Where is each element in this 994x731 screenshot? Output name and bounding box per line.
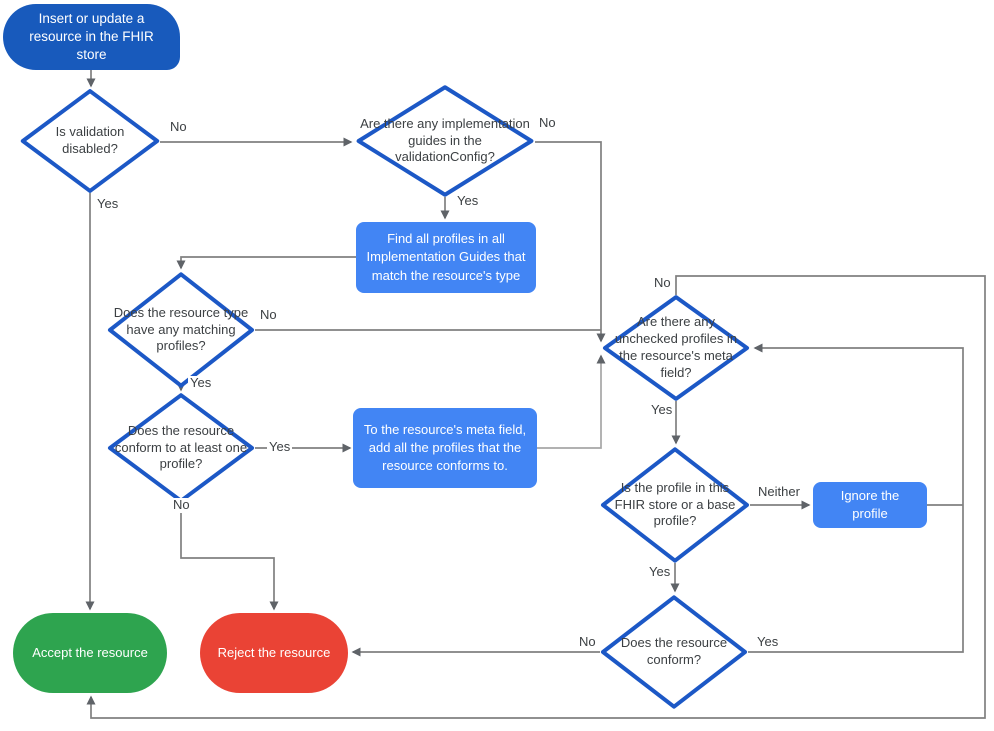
edge-unchecked-no-to-accept xyxy=(86,275,986,719)
process-find-profiles-label: Find all profiles in all Implementation … xyxy=(366,231,526,283)
diamond-shape xyxy=(600,447,750,563)
decision-resource-conform-label: Does the resource conform? xyxy=(620,635,728,667)
edge-label-unchecked-no: No xyxy=(652,275,673,291)
diamond-shape xyxy=(600,595,748,709)
decision-validation-disabled-label: Is validation disabled? xyxy=(55,124,125,156)
decision-implementation-guides-label: Are there any implementation guides in t… xyxy=(360,115,530,165)
decision-profile-in-store-label: Is the profile in this FHIR store or a b… xyxy=(614,479,736,529)
process-add-profiles: To the resource's meta field, add all th… xyxy=(353,408,537,488)
accept-node-label: Accept the resource xyxy=(32,645,148,661)
edge-label-validation-no: No xyxy=(168,119,189,135)
edge-label-validation-yes: Yes xyxy=(95,196,121,212)
process-add-profiles-label: To the resource's meta field, add all th… xyxy=(363,421,527,474)
edge-add-to-unchecked xyxy=(537,354,606,449)
process-ignore-profile-label: Ignore the profile xyxy=(840,487,900,521)
decision-profile-in-store: Is the profile in this FHIR store or a b… xyxy=(600,447,750,563)
edge-find-to-matching xyxy=(176,256,356,270)
edge-label-guides-no: No xyxy=(537,115,558,131)
start-node-label: Insert or update a resource in the FHIR … xyxy=(29,10,154,63)
decision-unchecked-profiles: Are there any unchecked profiles in the … xyxy=(602,295,750,401)
edge-guides-no xyxy=(535,141,606,343)
edge-label-profile-neither: Neither xyxy=(756,484,802,500)
decision-unchecked-profiles-label: Are there any unchecked profiles in the … xyxy=(614,314,738,380)
decision-validation-disabled: Is validation disabled? xyxy=(20,89,160,193)
start-node: Insert or update a resource in the FHIR … xyxy=(3,4,180,70)
edge-label-unchecked-yes: Yes xyxy=(649,402,675,418)
edge-conform-yes-loop xyxy=(748,343,964,653)
decision-matching-profiles-label: Does the resource type have any matching… xyxy=(113,304,249,354)
edge-label-matching-yes: Yes xyxy=(188,375,214,391)
edge-label-conforms-yes: Yes xyxy=(267,439,293,455)
edge-conforms-no-to-reject xyxy=(180,503,279,611)
accept-node: Accept the resource xyxy=(13,613,167,693)
edge-label-conform-no: No xyxy=(577,634,598,650)
decision-resource-conform: Does the resource conform? xyxy=(600,595,748,709)
decision-conforms-one-label: Does the resource conform to at least on… xyxy=(114,422,248,472)
decision-implementation-guides: Are there any implementation guides in t… xyxy=(355,85,535,197)
edge-label-guides-yes: Yes xyxy=(455,193,481,209)
edge-label-conform-yes: Yes xyxy=(755,634,781,650)
decision-matching-profiles: Does the resource type have any matching… xyxy=(107,272,255,388)
process-ignore-profile: Ignore the profile xyxy=(813,482,927,528)
edge-label-matching-no: No xyxy=(258,307,279,323)
diamond-shape xyxy=(107,272,255,388)
reject-node-label: Reject the resource xyxy=(217,645,331,661)
diamond-shape xyxy=(20,89,160,193)
diamond-shape xyxy=(355,85,535,197)
edge-label-conforms-no: No xyxy=(171,497,192,513)
process-find-profiles: Find all profiles in all Implementation … xyxy=(356,222,536,293)
diamond-shape xyxy=(602,295,750,401)
edge-label-profile-yes: Yes xyxy=(647,564,673,580)
decision-conforms-one: Does the resource conform to at least on… xyxy=(107,393,255,503)
reject-node: Reject the resource xyxy=(200,613,348,693)
